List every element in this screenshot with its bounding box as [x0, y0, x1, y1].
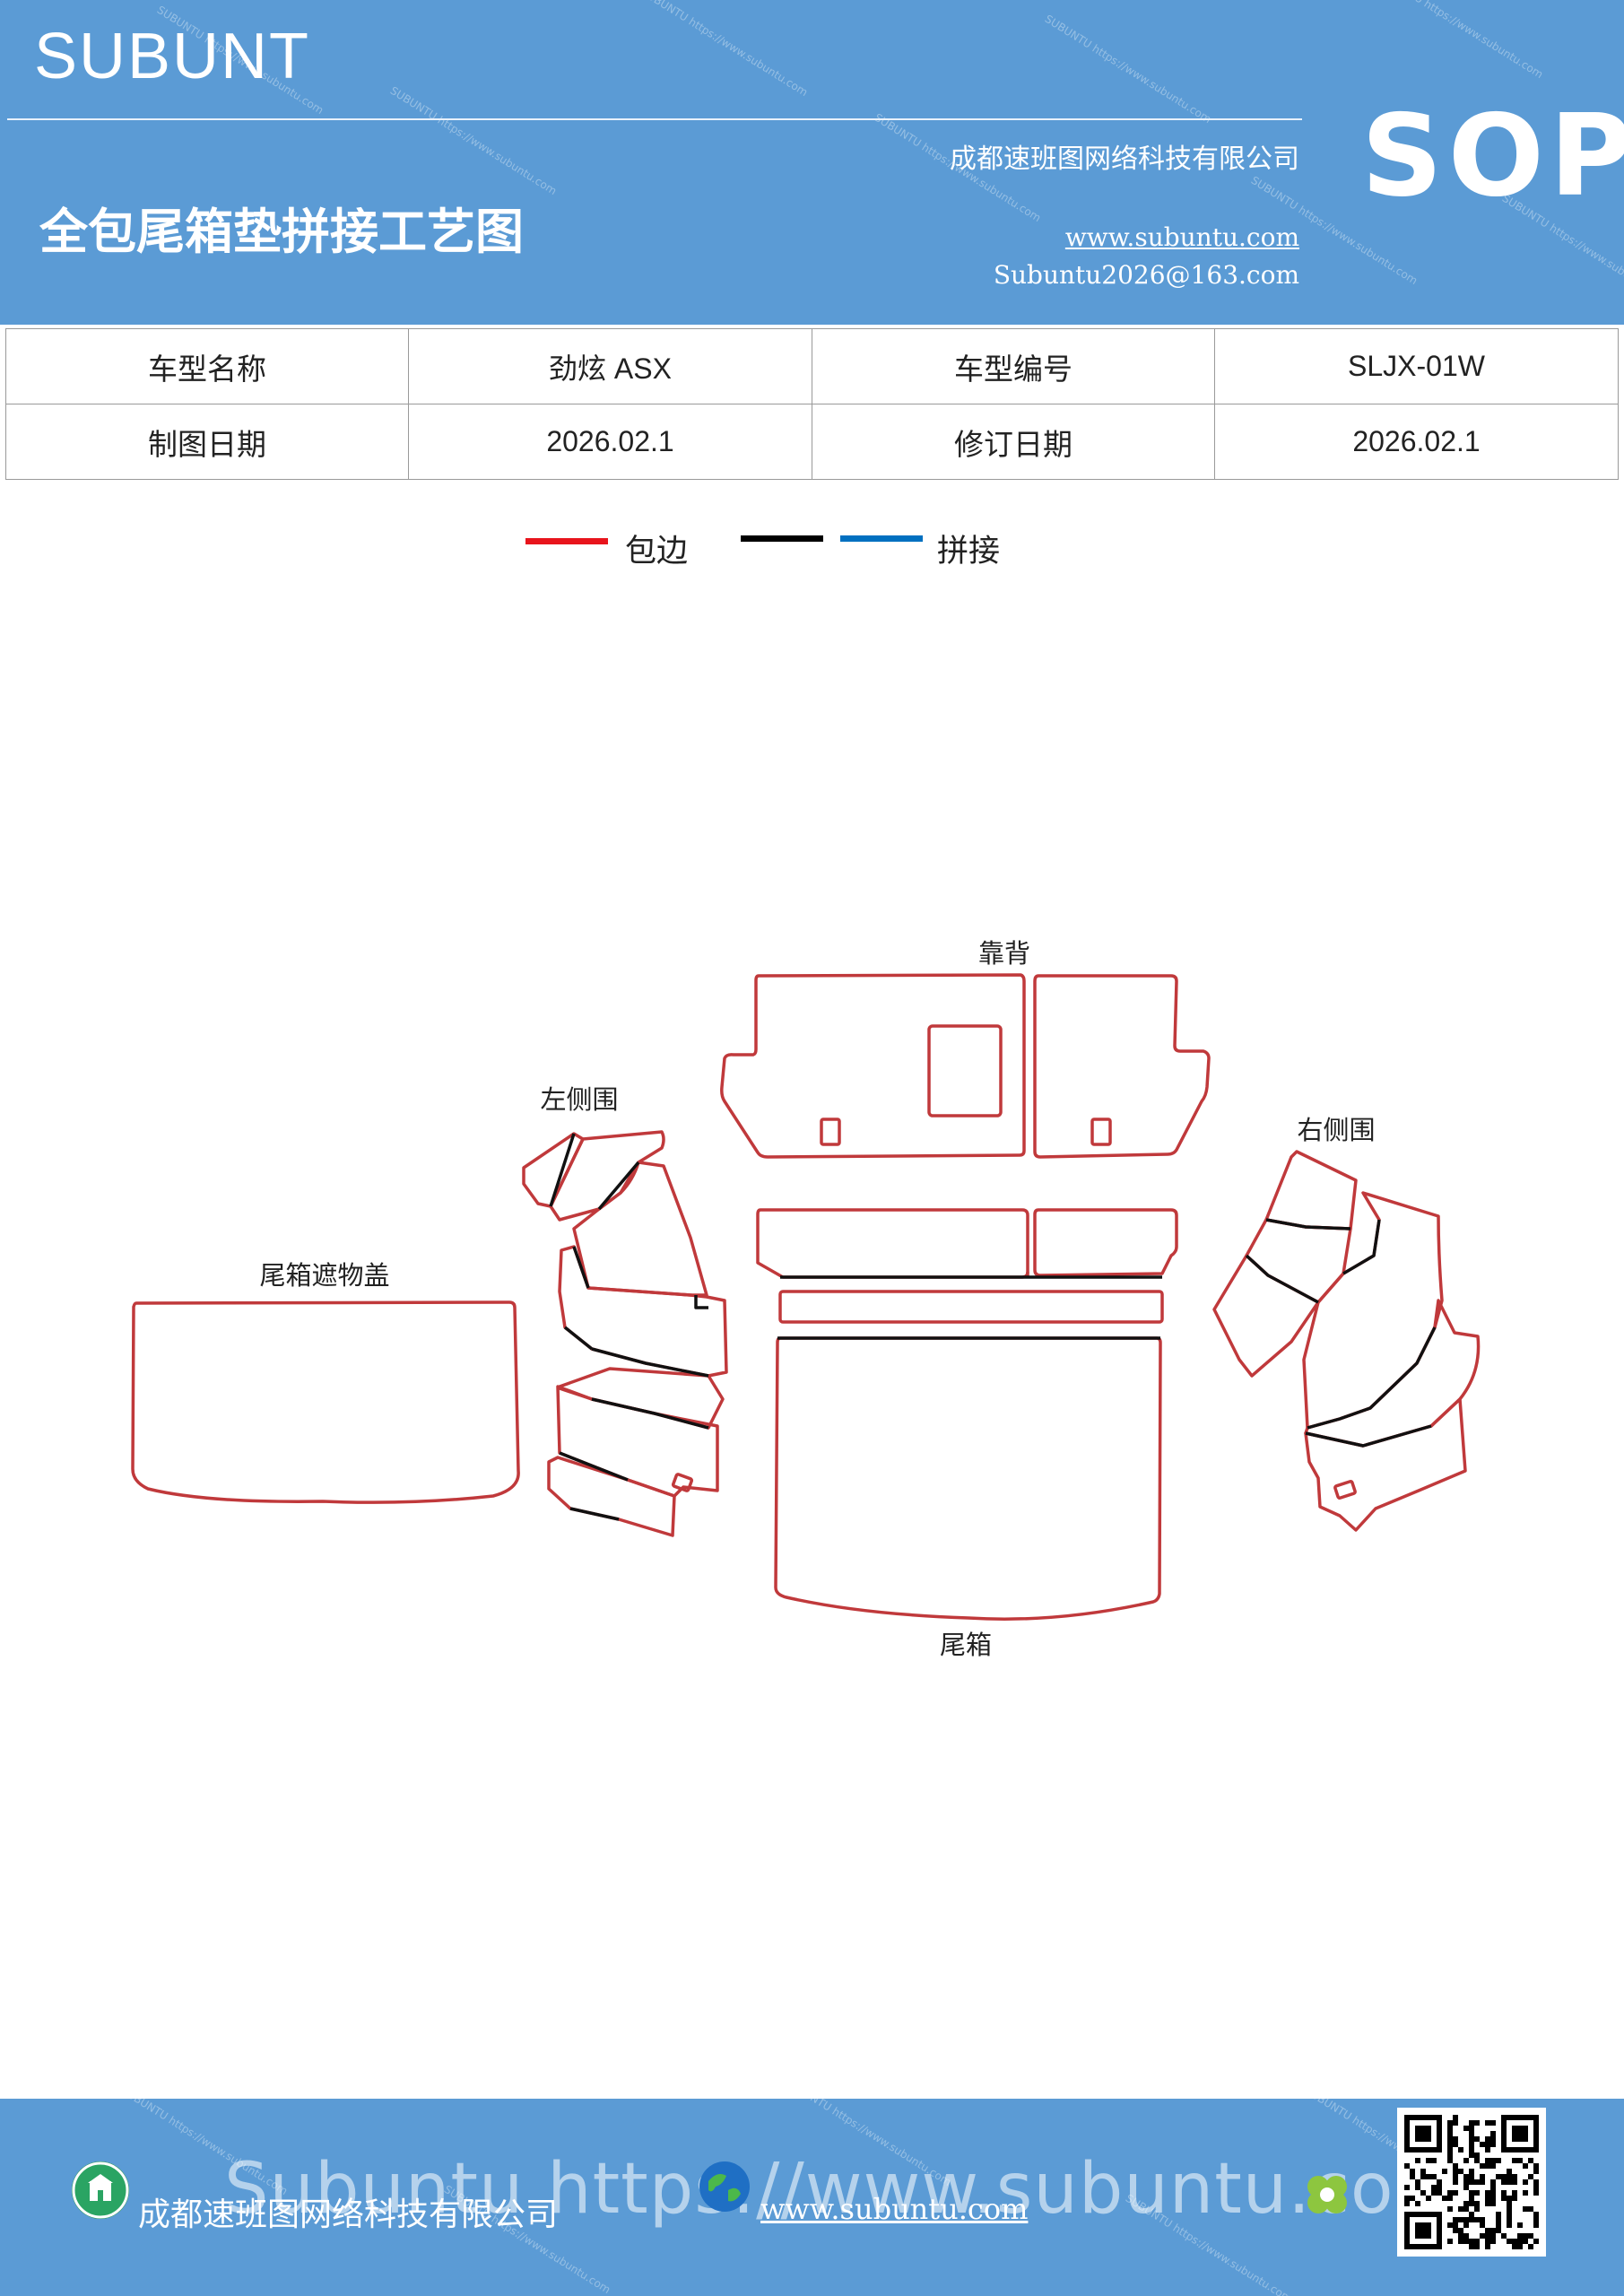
revision-date-label: 修订日期 [812, 404, 1215, 480]
header-band: SUBUNTU https://www.subuntu.com SUBUNTU … [0, 0, 1624, 325]
trunk-floor-piece [774, 1336, 1162, 1621]
model-code-label: 车型编号 [812, 328, 1215, 404]
company-name: 成都速班图网络科技有限公司 [950, 144, 1299, 175]
cover-piece [131, 1300, 520, 1504]
backrest-piece [720, 973, 1211, 1159]
cutting-diagram: 靠背 左侧围 右侧围 尾箱遮物盖 尾箱 [131, 938, 1481, 1660]
header-divider [7, 118, 1302, 120]
model-code-value: SLJX-01W [1214, 328, 1619, 404]
watermark: SUBUNTU https://www.subuntu.com [387, 83, 560, 198]
middle-strips [756, 1208, 1178, 1324]
right-side-label: 右侧围 [1297, 1115, 1375, 1145]
join-legend-label: 拼接 [937, 534, 1001, 570]
watermark: SUBUNTU https://www.subuntu.com [1042, 12, 1214, 126]
sop-badge: SOP [1361, 90, 1624, 222]
watermark: SUBUNTU https://www.subuntu.com [1374, 0, 1546, 82]
flower-icon [1298, 2165, 1356, 2222]
watermark: SUBUNTU https://www.subuntu.com [638, 0, 811, 100]
table-row: 制图日期 2026.02.1 修订日期 2026.02.1 [5, 404, 1619, 480]
join-legend-swatch-blue [840, 535, 923, 542]
email-address[interactable]: Subuntu2026@163.com [993, 260, 1299, 290]
edge-legend-label: 包边 [625, 534, 689, 570]
edge-legend-swatch [525, 538, 608, 544]
website-link[interactable]: www.subuntu.com [1064, 222, 1299, 252]
right-side-pieces [1212, 1150, 1481, 1532]
model-name-label: 车型名称 [5, 328, 409, 404]
draw-date-value: 2026.02.1 [408, 404, 812, 480]
footer-website-link[interactable]: www.subuntu.com [760, 2192, 1029, 2226]
brand-name: SUBUNT [34, 21, 311, 92]
join-legend-swatch-black [741, 535, 823, 542]
footer-company-name: 成都速班图网络科技有限公司 [138, 2196, 559, 2233]
vehicle-info-table: 车型名称 劲炫 ASX 车型编号 SLJX-01W 制图日期 2026.02.1… [5, 328, 1619, 480]
globe-icon [696, 2158, 753, 2215]
cover-label: 尾箱遮物盖 [259, 1260, 389, 1291]
qr-code-icon [1397, 2108, 1546, 2257]
footer-band: SUBUNTU https://www.subuntu.com SUBUNTU … [0, 2099, 1624, 2296]
revision-date-value: 2026.02.1 [1214, 404, 1619, 480]
footer-watermark-text: Subuntu https://www.subuntu.com [224, 2149, 1463, 2230]
trunk-label: 尾箱 [940, 1630, 992, 1660]
backrest-label: 靠背 [978, 938, 1030, 969]
left-side-label: 左侧围 [540, 1084, 618, 1115]
diagram-pieces [131, 973, 1481, 1621]
building-icon [72, 2161, 129, 2219]
model-name-value: 劲炫 ASX [408, 328, 812, 404]
page-title: 全包尾箱垫拼接工艺图 [39, 204, 524, 260]
left-side-pieces [522, 1130, 728, 1537]
table-row: 车型名称 劲炫 ASX 车型编号 SLJX-01W [5, 328, 1619, 404]
draw-date-label: 制图日期 [5, 404, 409, 480]
